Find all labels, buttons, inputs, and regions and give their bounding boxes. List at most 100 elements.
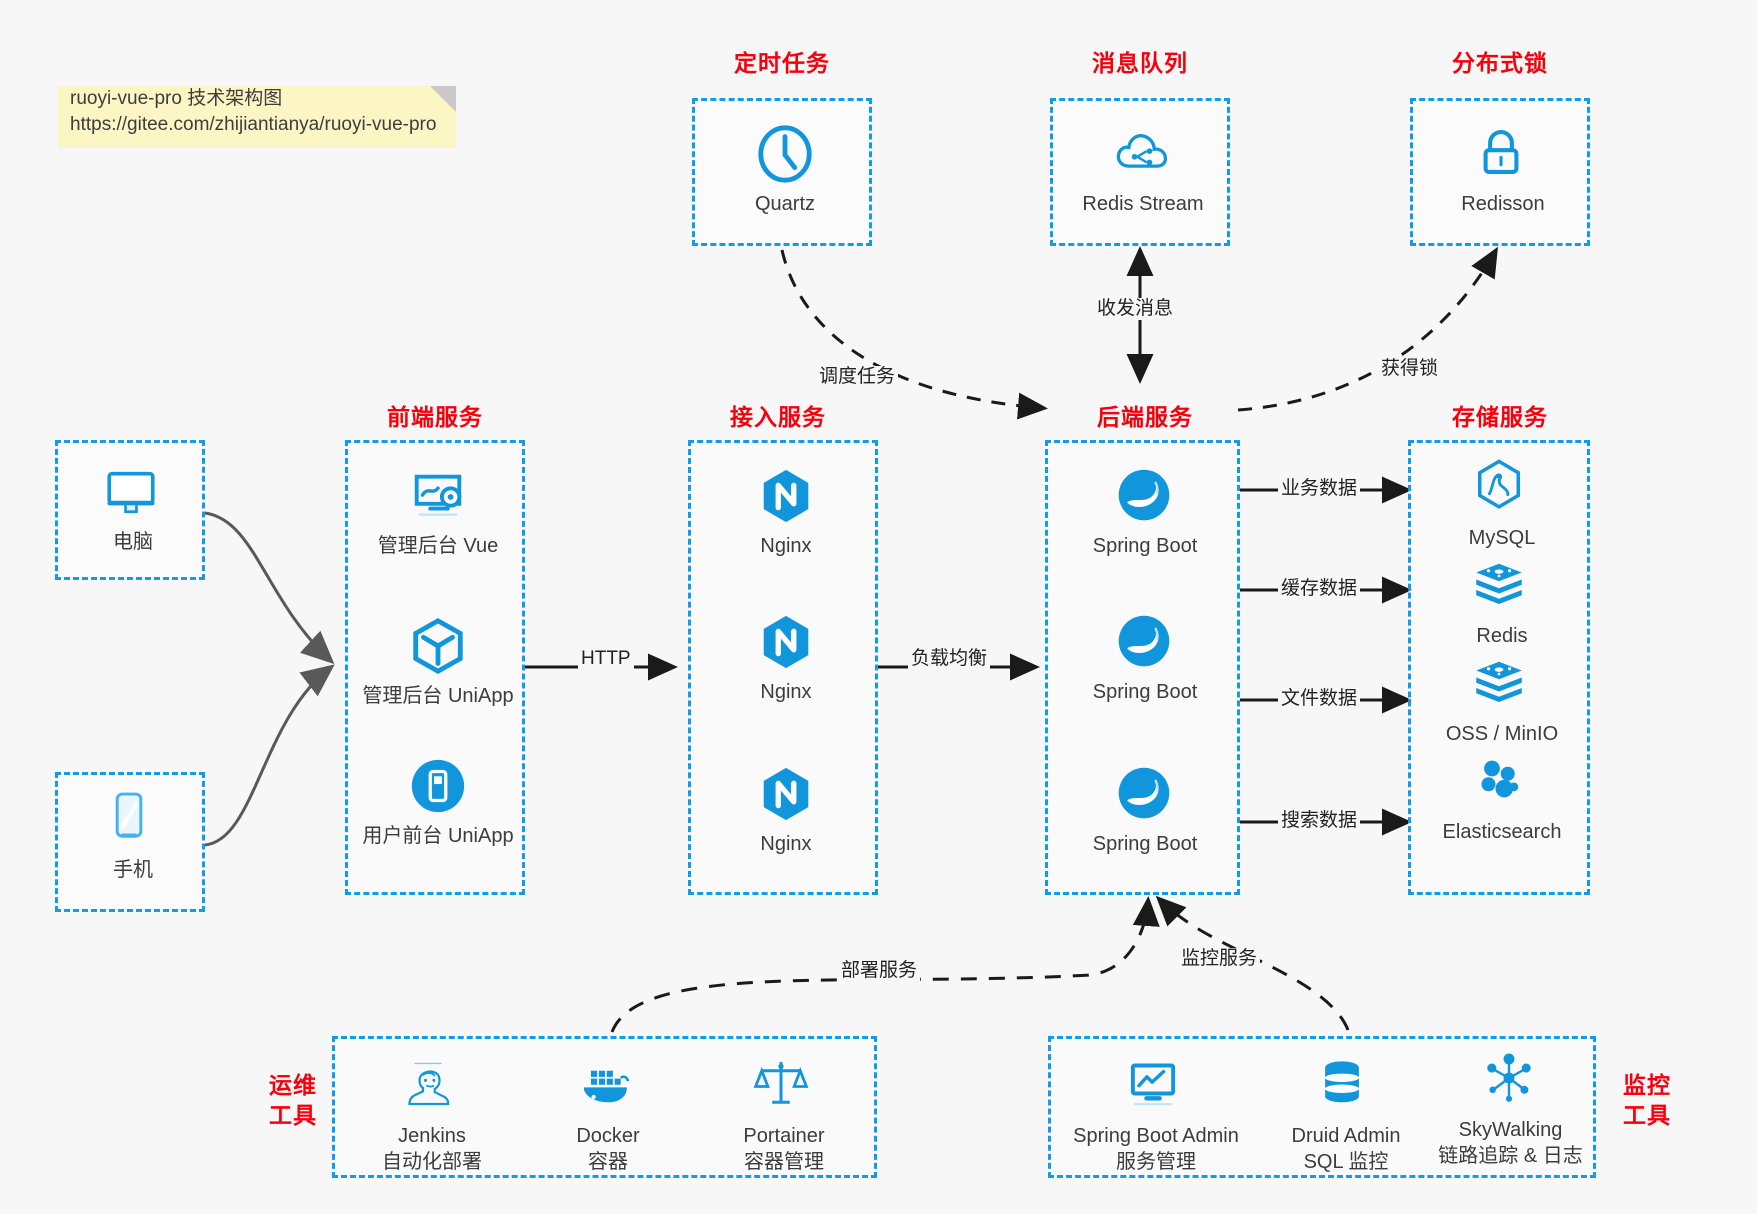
group-title-monitor-line2: 工具 bbox=[1623, 1102, 1671, 1128]
group-box-client-mobile: 手机 bbox=[55, 772, 205, 912]
node-label: Redis bbox=[1476, 625, 1528, 647]
edge-label-http: HTTP bbox=[578, 648, 634, 670]
group-title-devops: 运维 工具 bbox=[258, 1070, 328, 1130]
edge-pc-to-frontend bbox=[204, 511, 335, 665]
group-box-devops: Jenkins 自动化部署 Docker 容器 bbox=[332, 1036, 877, 1178]
group-title-monitor: 监控 工具 bbox=[1612, 1070, 1682, 1130]
node-nginx-3[interactable]: Nginx bbox=[701, 763, 871, 857]
edge-label-monitor-service: 监控服务 bbox=[1178, 948, 1261, 970]
node-quartz[interactable]: Quartz bbox=[700, 123, 870, 217]
node-sublabel: 链路追踪 & 日志 bbox=[1438, 1145, 1583, 1167]
jenkins-icon bbox=[401, 1055, 463, 1117]
node-label: 手机 bbox=[113, 859, 153, 881]
redis-icon bbox=[1471, 653, 1533, 715]
nginx-icon bbox=[755, 763, 817, 825]
node-admin-vue[interactable]: 管理后台 Vue bbox=[353, 465, 523, 559]
node-label: Spring Boot bbox=[1092, 681, 1198, 703]
lock-icon bbox=[1472, 123, 1534, 185]
phone-icon bbox=[102, 789, 164, 851]
scale-icon bbox=[753, 1055, 815, 1117]
node-elasticsearch[interactable]: Elasticsearch bbox=[1417, 751, 1587, 845]
group-title-monitor-line1: 监控 bbox=[1623, 1072, 1671, 1098]
node-sublabel: SQL 监控 bbox=[1303, 1151, 1389, 1173]
group-title-gateway: 接入服务 bbox=[730, 404, 826, 430]
group-box-monitor: Spring Boot Admin 服务管理 Druid Admin SQL 监… bbox=[1048, 1036, 1596, 1178]
node-docker[interactable]: Docker 容器 bbox=[533, 1055, 683, 1175]
node-label: Portainer bbox=[743, 1125, 825, 1147]
node-admin-uniapp[interactable]: 管理后台 UniApp bbox=[353, 615, 523, 709]
node-label: Redisson bbox=[1461, 193, 1545, 215]
spring-icon bbox=[1114, 465, 1176, 527]
node-label: Spring Boot Admin bbox=[1073, 1125, 1239, 1147]
mysql-icon bbox=[1471, 457, 1533, 519]
spring-icon bbox=[1114, 763, 1176, 825]
monitor-screen-icon bbox=[1125, 1055, 1187, 1117]
node-label: Druid Admin bbox=[1291, 1125, 1401, 1147]
edge-label-cache-data: 缓存数据 bbox=[1278, 578, 1361, 600]
elasticsearch-icon bbox=[1471, 751, 1533, 813]
node-sublabel: 自动化部署 bbox=[382, 1151, 482, 1173]
edge-mobile-to-frontend bbox=[204, 664, 335, 847]
cloud-stream-icon bbox=[1112, 123, 1174, 185]
node-redis[interactable]: Redis bbox=[1417, 555, 1587, 649]
docker-icon bbox=[577, 1055, 639, 1117]
title-note: ruoyi-vue-pro 技术架构图 https://gitee.com/zh… bbox=[58, 86, 456, 148]
note-line-1: ruoyi-vue-pro 技术架构图 bbox=[70, 88, 283, 109]
node-spring-boot-admin[interactable]: Spring Boot Admin 服务管理 bbox=[1061, 1055, 1251, 1175]
node-sublabel: 服务管理 bbox=[1116, 1151, 1196, 1173]
node-sublabel: 容器管理 bbox=[744, 1151, 824, 1173]
node-label: Quartz bbox=[754, 193, 816, 215]
node-label: SkyWalking bbox=[1458, 1119, 1563, 1141]
nginx-icon bbox=[755, 611, 817, 673]
edge-backend-to-lock bbox=[1237, 246, 1499, 412]
node-sublabel: 容器 bbox=[588, 1151, 628, 1173]
node-mobile[interactable]: 手机 bbox=[48, 789, 218, 883]
node-label: 管理后台 Vue bbox=[377, 535, 499, 557]
edge-label-send-receive-message: 收发消息 bbox=[1094, 298, 1177, 320]
app-icon bbox=[407, 755, 469, 817]
node-label: Nginx bbox=[760, 681, 812, 703]
dashboard-icon bbox=[407, 465, 469, 527]
node-nginx-1[interactable]: Nginx bbox=[701, 465, 871, 559]
node-druid-admin[interactable]: Druid Admin SQL 监控 bbox=[1266, 1055, 1426, 1175]
node-user-uniapp[interactable]: 用户前台 UniApp bbox=[353, 755, 523, 849]
node-label: OSS / MinIO bbox=[1445, 723, 1559, 745]
node-oss-minio[interactable]: OSS / MinIO bbox=[1417, 653, 1587, 747]
node-label: Elasticsearch bbox=[1442, 821, 1562, 843]
group-title-lock: 分布式锁 bbox=[1452, 50, 1548, 76]
node-spring-boot-1[interactable]: Spring Boot bbox=[1060, 465, 1230, 559]
clock-icon bbox=[754, 123, 816, 185]
node-mysql[interactable]: MySQL bbox=[1417, 457, 1587, 551]
node-nginx-2[interactable]: Nginx bbox=[701, 611, 871, 705]
nginx-icon bbox=[755, 465, 817, 527]
node-label: Spring Boot bbox=[1092, 535, 1198, 557]
node-spring-boot-2[interactable]: Spring Boot bbox=[1060, 611, 1230, 705]
database-icon bbox=[1315, 1055, 1377, 1117]
node-spring-boot-3[interactable]: Spring Boot bbox=[1060, 763, 1230, 857]
group-title-storage: 存储服务 bbox=[1452, 404, 1548, 430]
group-box-storage: MySQL Redis bbox=[1408, 440, 1590, 895]
node-skywalking[interactable]: SkyWalking 链路追踪 & 日志 bbox=[1423, 1049, 1598, 1169]
edge-label-deploy-service: 部署服务 bbox=[838, 960, 921, 982]
desktop-icon bbox=[102, 461, 164, 523]
node-label: Redis Stream bbox=[1082, 193, 1204, 215]
node-label: 管理后台 UniApp bbox=[362, 685, 514, 707]
node-label: Nginx bbox=[760, 535, 812, 557]
note-line-2: https://gitee.com/zhijiantianya/ruoyi-vu… bbox=[70, 114, 437, 135]
redis-icon bbox=[1471, 555, 1533, 617]
node-redisson[interactable]: Redisson bbox=[1418, 123, 1588, 217]
node-jenkins[interactable]: Jenkins 自动化部署 bbox=[357, 1055, 507, 1175]
node-label: 电脑 bbox=[113, 531, 153, 553]
group-title-devops-line1: 运维 bbox=[269, 1072, 317, 1098]
group-title-scheduler: 定时任务 bbox=[734, 50, 830, 76]
node-portainer[interactable]: Portainer 容器管理 bbox=[709, 1055, 859, 1175]
edge-label-schedule-task: 调度任务 bbox=[816, 366, 899, 388]
edge-label-acquire-lock: 获得锁 bbox=[1378, 358, 1442, 380]
node-label: Nginx bbox=[760, 833, 812, 855]
edge-label-search-data: 搜索数据 bbox=[1278, 810, 1361, 832]
node-redis-stream[interactable]: Redis Stream bbox=[1058, 123, 1228, 217]
group-box-scheduler: Quartz bbox=[692, 98, 872, 246]
node-pc[interactable]: 电脑 bbox=[48, 461, 218, 555]
note-fold-corner bbox=[430, 86, 456, 112]
